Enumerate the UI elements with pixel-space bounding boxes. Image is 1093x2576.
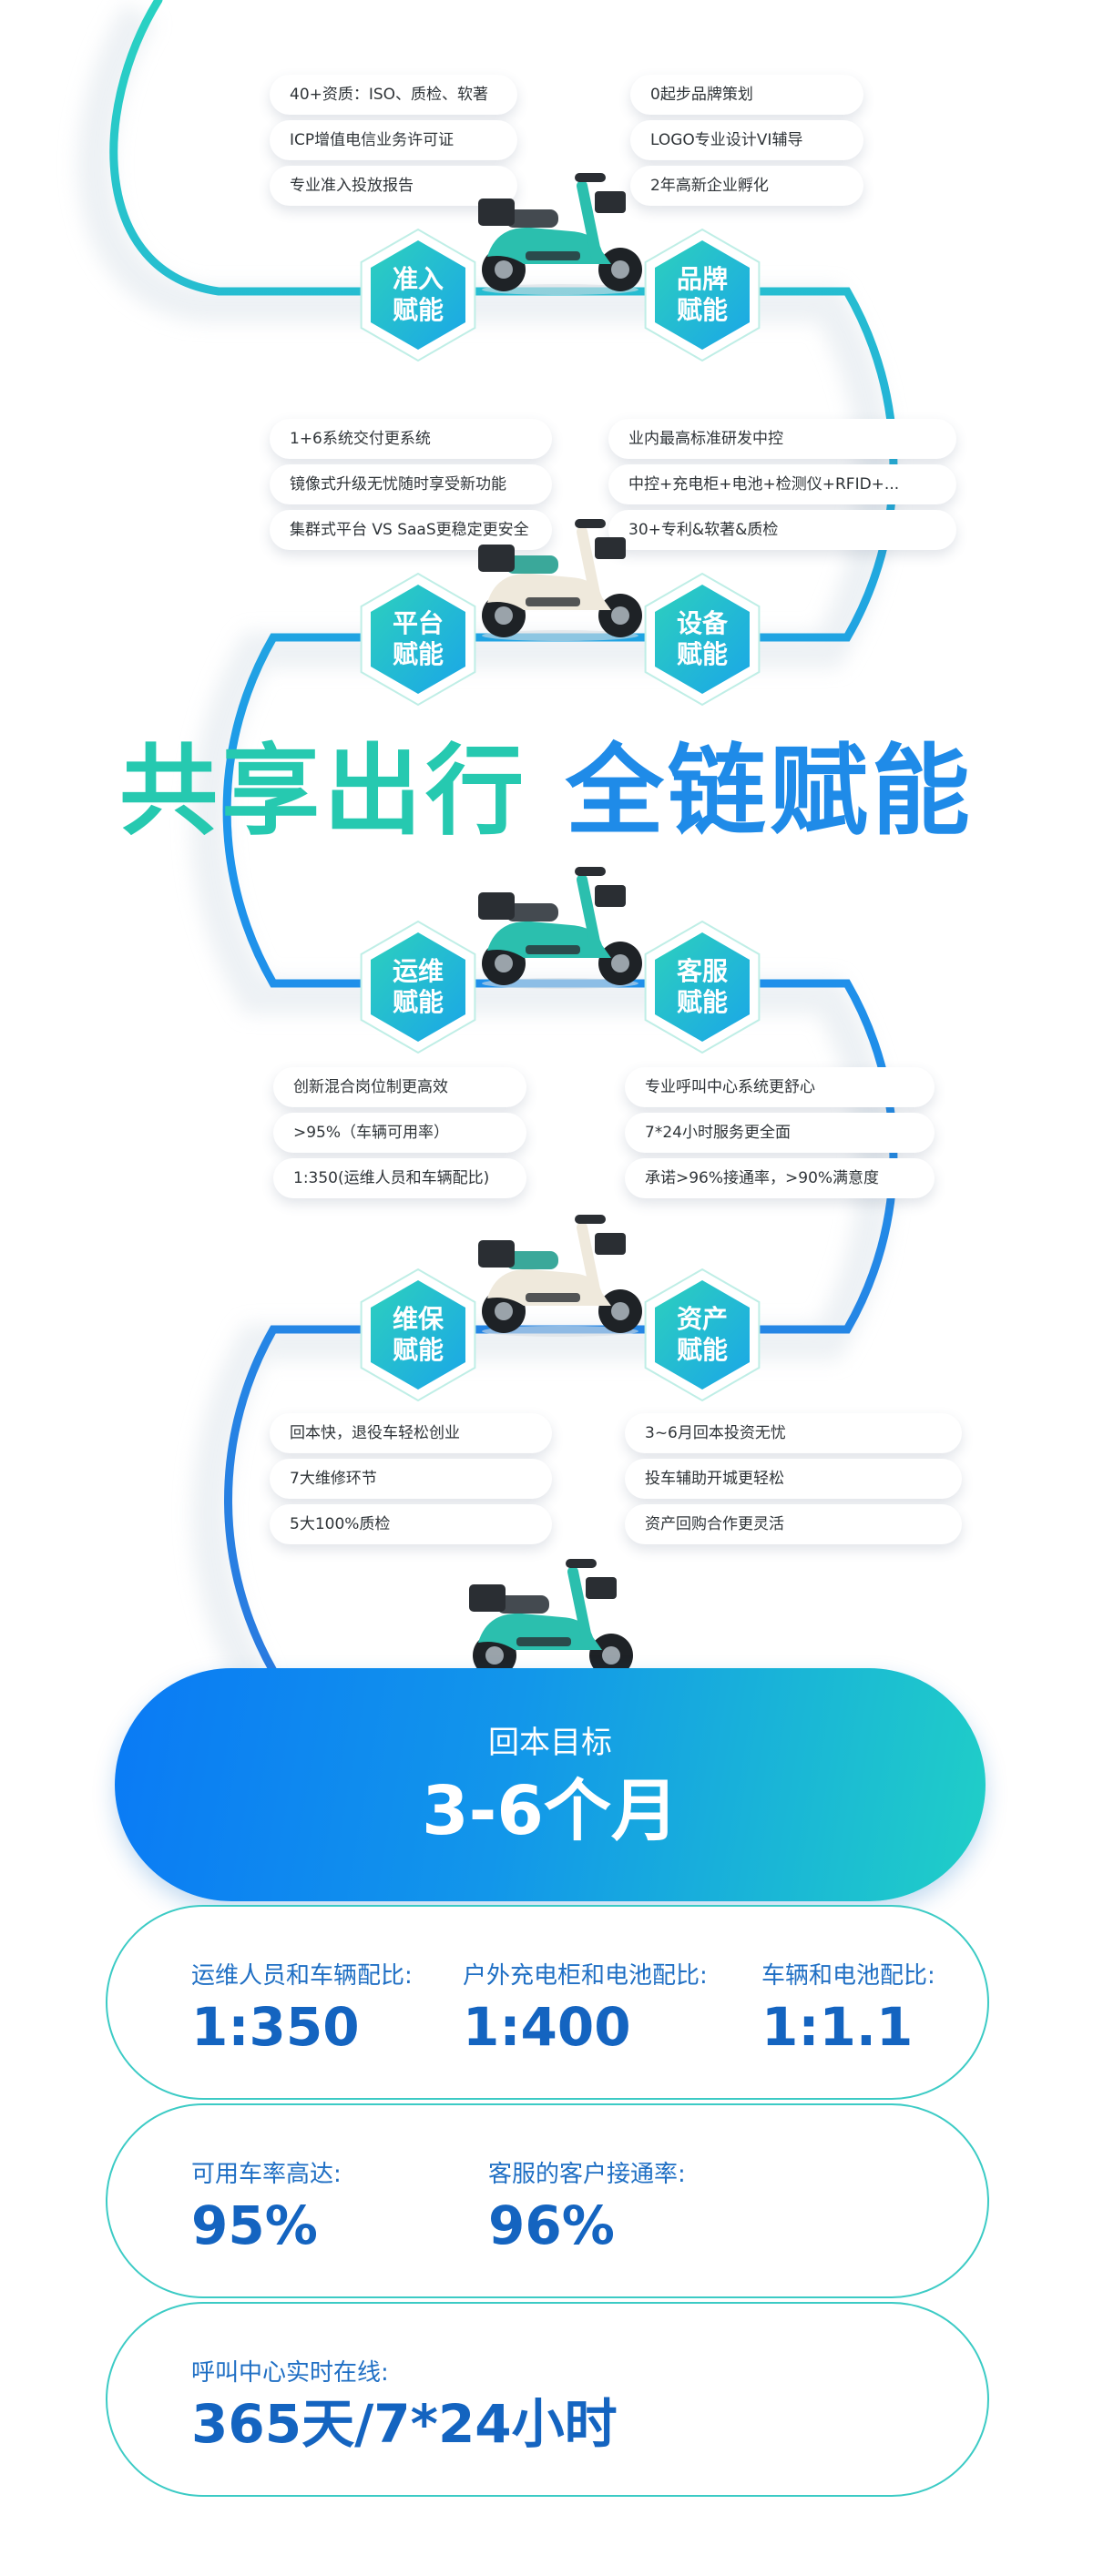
headline-part2: 全链赋能 <box>565 735 974 849</box>
target-value: 3-6个月 <box>422 1772 679 1850</box>
stat-value: 96% <box>488 2194 615 2256</box>
stat-label: 可用车率高达: <box>191 2161 342 2188</box>
badge-label: 品牌赋能 <box>676 264 728 325</box>
badge-label: 准入赋能 <box>392 264 444 325</box>
badge-maintenance: 维保赋能 <box>351 1268 485 1402</box>
feature-item: 专业呼叫中心系统更舒心 <box>625 1067 935 1107</box>
feature-item: 集群式平台 VS SaaS更稳定更安全 <box>270 510 552 550</box>
stat-value: 95% <box>191 2194 318 2256</box>
stat-label: 户外充电柜和电池配比: <box>463 1962 708 1990</box>
badge-brand: 品牌赋能 <box>635 228 770 362</box>
scooter-illustration <box>478 519 642 641</box>
payback-target-banner: 回本目标 3-6个月 <box>115 1668 986 1901</box>
scooter-illustration <box>478 173 642 295</box>
badge-asset: 资产赋能 <box>635 1268 770 1402</box>
stat-value: 1:400 <box>463 1996 631 2058</box>
feature-item: 7*24小时服务更全面 <box>625 1113 935 1153</box>
feature-item: 承诺>96%接通率，>90%满意度 <box>625 1158 935 1198</box>
stats-card-online: 呼叫中心实时在线: 365天/7*24小时 <box>106 2302 989 2497</box>
feature-item: 镜像式升级无忧随时享受新功能 <box>270 464 552 504</box>
badge-label: 设备赋能 <box>676 608 728 669</box>
badge-label: 客服赋能 <box>676 956 728 1017</box>
stat-label: 车辆和电池配比: <box>761 1962 935 1990</box>
feature-item: 40+资质：ISO、质检、软著 <box>270 75 517 115</box>
feature-item: 业内最高标准研发中控 <box>608 419 956 459</box>
feature-item: 资产回购合作更灵活 <box>625 1504 962 1544</box>
feature-item: 创新混合岗位制更高效 <box>273 1067 526 1107</box>
feature-item: LOGO专业设计VI辅导 <box>630 120 863 160</box>
stat-label: 客服的客户接通率: <box>488 2161 686 2188</box>
badge-operation: 运维赋能 <box>351 920 485 1054</box>
scooter-illustration <box>478 867 642 989</box>
feature-item: 7大维修环节 <box>270 1459 552 1499</box>
feature-item: 1+6系统交付更系统 <box>270 419 552 459</box>
feature-item: 2年高新企业孵化 <box>630 166 863 206</box>
feature-item: ICP增值电信业务许可证 <box>270 120 517 160</box>
stats-card-ratios: 运维人员和车辆配比: 1:350 户外充电柜和电池配比: 1:400 车辆和电池… <box>106 1905 989 2100</box>
feature-item: 1:350(运维人员和车辆配比) <box>273 1158 526 1198</box>
feature-item: 回本快，退役车轻松创业 <box>270 1413 552 1453</box>
target-title: 回本目标 <box>488 1725 612 1761</box>
feature-item: 30+专利&软著&质检 <box>608 510 956 550</box>
badge-label: 资产赋能 <box>676 1304 728 1365</box>
badge-label: 维保赋能 <box>392 1304 444 1365</box>
scooter-illustration <box>478 1215 642 1337</box>
feature-item: 3~6月回本投资无忧 <box>625 1413 962 1453</box>
stat-label: 呼叫中心实时在线: <box>191 2359 389 2387</box>
stats-card-rates: 可用车率高达: 95% 客服的客户接通率: 96% <box>106 2103 989 2298</box>
badge-service: 客服赋能 <box>635 920 770 1054</box>
feature-item: 专业准入投放报告 <box>270 166 517 206</box>
scooter-illustration <box>469 1559 633 1681</box>
badge-platform: 平台赋能 <box>351 572 485 707</box>
stat-value: 365天/7*24小时 <box>191 2393 618 2455</box>
feature-item: 中控+充电柜+电池+检测仪+RFID+... <box>608 464 956 504</box>
feature-item: 5大100%质检 <box>270 1504 552 1544</box>
badge-access: 准入赋能 <box>351 228 485 362</box>
headline-part1: 共享出行 <box>119 735 528 849</box>
feature-item: 投车辅助开城更轻松 <box>625 1459 962 1499</box>
headline: 共享出行 全链赋能 <box>0 728 1093 856</box>
badge-device: 设备赋能 <box>635 572 770 707</box>
stat-label: 运维人员和车辆配比: <box>191 1962 413 1990</box>
stat-value: 1:1.1 <box>761 1996 914 2058</box>
badge-label: 平台赋能 <box>392 608 444 669</box>
stat-value: 1:350 <box>191 1996 360 2058</box>
badge-label: 运维赋能 <box>392 956 444 1017</box>
feature-item: 0起步品牌策划 <box>630 75 863 115</box>
feature-item: >95%（车辆可用率） <box>273 1113 526 1153</box>
